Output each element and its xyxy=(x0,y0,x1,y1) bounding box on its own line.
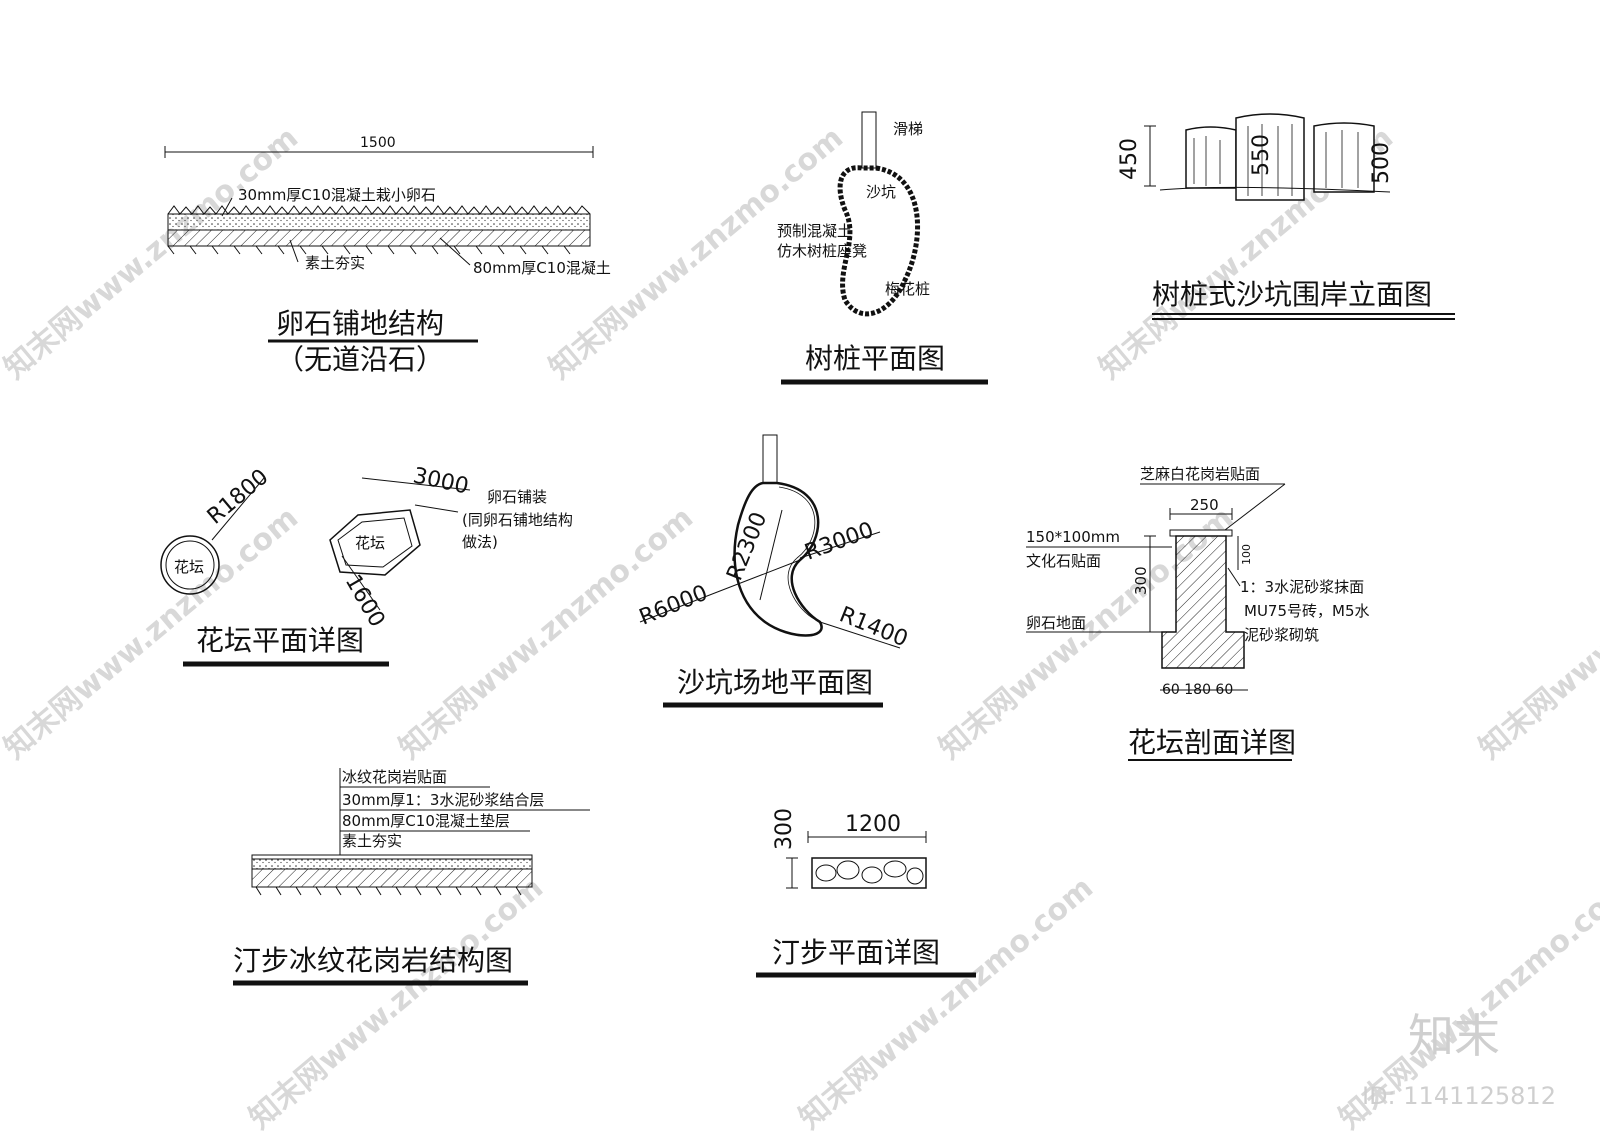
dim-300-step: 300 xyxy=(772,808,797,850)
label-plum: 梅花桩 xyxy=(885,280,930,298)
label-brick-2: 泥砂浆砌筑 xyxy=(1244,626,1319,644)
stump-plan: 滑梯 沙坑 预制混凝土 仿木树桩座凳 梅花桩 树桩平面图 xyxy=(777,111,988,385)
label-pebble-floor: 卵石地面 xyxy=(1026,614,1086,632)
dim-base: 60 180 60 xyxy=(1162,682,1233,698)
title-pebble: 卵石铺地结构 xyxy=(276,307,444,340)
label-culture-2: 文化石贴面 xyxy=(1026,552,1101,570)
dim-250: 250 xyxy=(1190,496,1219,514)
title-stump-elev: 树桩式沙坑围岸立面图 xyxy=(1152,278,1432,311)
title-planter-section: 花坛剖面详图 xyxy=(1128,726,1296,759)
stepping-stone-structure: 冰纹花岗岩贴面 30mm厚1：3水泥砂浆结合层 80mm厚C10混凝土垫层 素土… xyxy=(233,768,590,986)
planter-section: 芝麻白花岗岩贴面 250 300 100 150*100mm 文化石贴面 1：3… xyxy=(1026,465,1370,761)
label-ice-granite: 冰纹花岗岩贴面 xyxy=(342,768,447,786)
label-concrete-layer: 80mm厚C10混凝土垫层 xyxy=(342,812,510,830)
label-granite-top: 芝麻白花岗岩贴面 xyxy=(1140,465,1260,483)
label-precast: 预制混凝土 xyxy=(777,222,852,240)
dim-1200: 1200 xyxy=(845,812,901,837)
planter-plan: 花坛 R1800 花坛 3000 1600 卵石铺装 (同卵石铺地结构 做法) … xyxy=(160,463,573,667)
watermark-text: 知末网www.znzmo.com xyxy=(243,870,550,1131)
label-slide: 滑梯 xyxy=(893,120,923,138)
label-pebble-paving: 卵石铺装 xyxy=(487,488,547,506)
title-planter-plan: 花坛平面详图 xyxy=(196,624,364,657)
label-same-as: (同卵石铺地结构 xyxy=(462,511,573,529)
title-stepping-struct: 汀步冰纹花岗岩结构图 xyxy=(233,944,513,977)
label-soil: 素土夯实 xyxy=(305,254,365,272)
sandpit-site-plan: R3000 R6000 R2300 R1400 沙坑场地平面图 xyxy=(636,434,911,708)
dim-r2300: R2300 xyxy=(722,509,772,584)
image-id: ID: 1141125812 xyxy=(1362,1082,1556,1110)
dim-550: 550 xyxy=(1249,134,1274,176)
title-stepping-plan: 汀步平面详图 xyxy=(772,936,940,969)
label-bed-round: 花坛 xyxy=(174,558,204,576)
label-top-layer: 30mm厚C10混凝土栽小卵石 xyxy=(238,186,436,204)
label-sandpit: 沙坑 xyxy=(866,183,896,201)
dim-1500: 1500 xyxy=(360,135,396,151)
watermark-text: 知末网www.znzmo.com xyxy=(793,870,1100,1131)
pebble-layer xyxy=(167,213,591,231)
dim-r6000: R6000 xyxy=(636,581,711,631)
label-soil-layer: 素土夯实 xyxy=(342,832,402,850)
concrete-layer xyxy=(167,229,591,247)
subtitle-pebble: （无道沿石） xyxy=(276,343,444,376)
dim-300: 300 xyxy=(1132,566,1150,595)
dim-r3000: R3000 xyxy=(802,518,878,566)
pebble-paving-section: 1500 30mm厚C10混凝土栽小卵石 素土夯实 80mm厚C10混凝土 卵石… xyxy=(164,135,611,376)
label-culture-1: 150*100mm xyxy=(1026,528,1120,546)
stump-elevation: 450 550 500 树桩式沙坑围岸立面图 xyxy=(1117,113,1455,320)
dim-100: 100 xyxy=(1240,544,1253,565)
label-bed-hex: 花坛 xyxy=(355,534,385,552)
dim-3000: 3000 xyxy=(411,463,471,499)
label-brick-1: MU75号砖，M5水 xyxy=(1244,602,1370,620)
dim-1600: 1600 xyxy=(340,571,390,632)
label-precast-2: 仿木树桩座凳 xyxy=(777,242,867,260)
label-mortar: 1：3水泥砂浆抹面 xyxy=(1240,578,1364,596)
dim-450: 450 xyxy=(1117,138,1142,180)
dim-500: 500 xyxy=(1369,142,1394,184)
watermark-text: 知末网www.znzmo.com xyxy=(393,500,700,766)
label-concrete: 80mm厚C10混凝土 xyxy=(473,259,611,277)
watermark-text: 知末网www.znzmo.com xyxy=(1473,500,1600,766)
label-method: 做法) xyxy=(462,533,498,551)
dim-r1400: R1400 xyxy=(836,602,911,652)
title-sandpit-site: 沙坑场地平面图 xyxy=(677,666,873,699)
stepping-stone-plan: 1200 300 汀步平面详图 xyxy=(756,808,976,978)
watermark-text: 知末网www.znzmo.com xyxy=(0,120,305,386)
title-stump-plan: 树桩平面图 xyxy=(805,342,945,375)
label-mortar-layer: 30mm厚1：3水泥砂浆结合层 xyxy=(342,791,544,809)
brand-logo: 知末 xyxy=(1408,1009,1500,1063)
